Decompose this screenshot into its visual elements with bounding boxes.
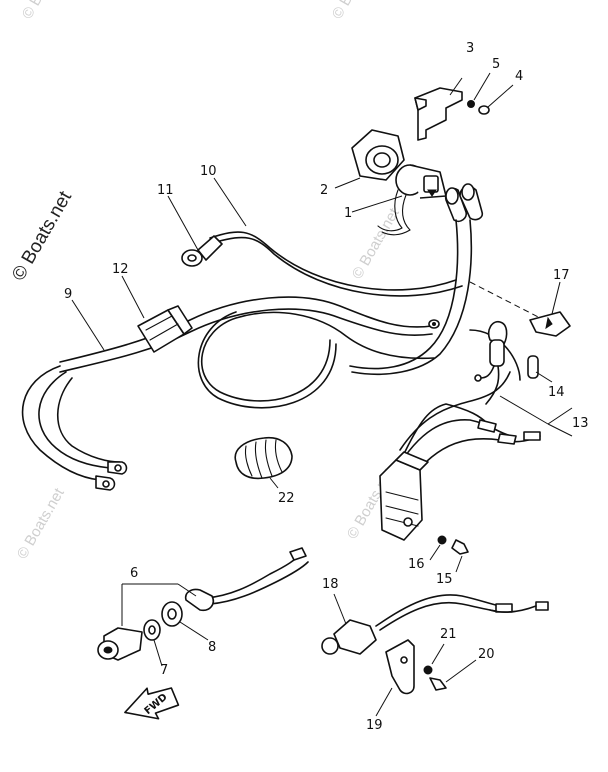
watermark-main: © Boats.net (8, 187, 76, 284)
leader-9 (71, 299, 105, 351)
rectifier-regulator-13 (379, 395, 573, 541)
terminal-boots (444, 183, 484, 223)
relay-holder-2 (334, 129, 405, 189)
nut-8 (161, 601, 209, 641)
neutral-switch-18 (321, 593, 549, 655)
callout-17: 17 (553, 268, 570, 283)
callout-4: 4 (515, 69, 523, 84)
callout-19: 19 (366, 718, 383, 733)
screw-20 (429, 659, 477, 691)
grommet-22 (234, 436, 293, 489)
connector-12 (121, 275, 193, 353)
callout-15: 15 (436, 572, 453, 587)
fuse-wire-14 (474, 320, 553, 405)
bracket-19 (375, 639, 415, 717)
callout-18: 18 (322, 577, 339, 592)
switch-assembly-6 (121, 547, 309, 626)
washer-7 (143, 619, 163, 667)
callout-8: 8 (208, 640, 216, 655)
callout-14: 14 (548, 385, 565, 400)
washer-16 (429, 535, 447, 561)
loop-terminal (428, 319, 440, 329)
callout-6: 6 (130, 566, 138, 581)
leader-10 (213, 177, 247, 227)
harness-wires (21, 219, 521, 481)
watermark-faint-4: © Boats.net (14, 485, 68, 562)
washer-21 (423, 643, 445, 675)
relay-bracket-3 (414, 77, 463, 141)
callout-numbers: 1 2 3 4 5 6 7 8 9 10 11 12 13 14 15 16 1… (64, 41, 589, 733)
watermark-faint-1: © Boats.net (19, 0, 73, 22)
fuse-holder-17 (469, 281, 571, 337)
fwd-direction-arrow: FWD (124, 687, 180, 720)
callout-20: 20 (478, 647, 495, 662)
watermark-faint-3: © Boats.net (349, 205, 403, 282)
callout-1: 1 (344, 206, 352, 221)
callout-13: 13 (572, 416, 589, 431)
starter-relay-1 (351, 164, 447, 236)
faint-watermarks: © Boats.net © Boats.net © Boats.net © Bo… (14, 0, 403, 562)
left-terminals (95, 461, 128, 491)
callout-5: 5 (492, 57, 500, 72)
callout-10: 10 (200, 164, 217, 179)
washer-5 (467, 72, 491, 108)
callout-11: 11 (157, 183, 174, 198)
callout-7: 7 (160, 663, 168, 678)
ring-terminal-11 (167, 195, 223, 267)
watermark-faint-2: © Boats.net (329, 0, 383, 22)
callout-21: 21 (440, 627, 457, 642)
callout-9: 9 (64, 287, 72, 302)
callout-16: 16 (408, 557, 425, 572)
screw-4 (478, 84, 514, 115)
callout-3: 3 (466, 41, 474, 56)
callout-22: 22 (278, 491, 295, 506)
callout-12: 12 (112, 262, 129, 277)
switch-body (97, 627, 143, 661)
callout-2: 2 (320, 183, 328, 198)
bolt-15 (451, 539, 469, 573)
